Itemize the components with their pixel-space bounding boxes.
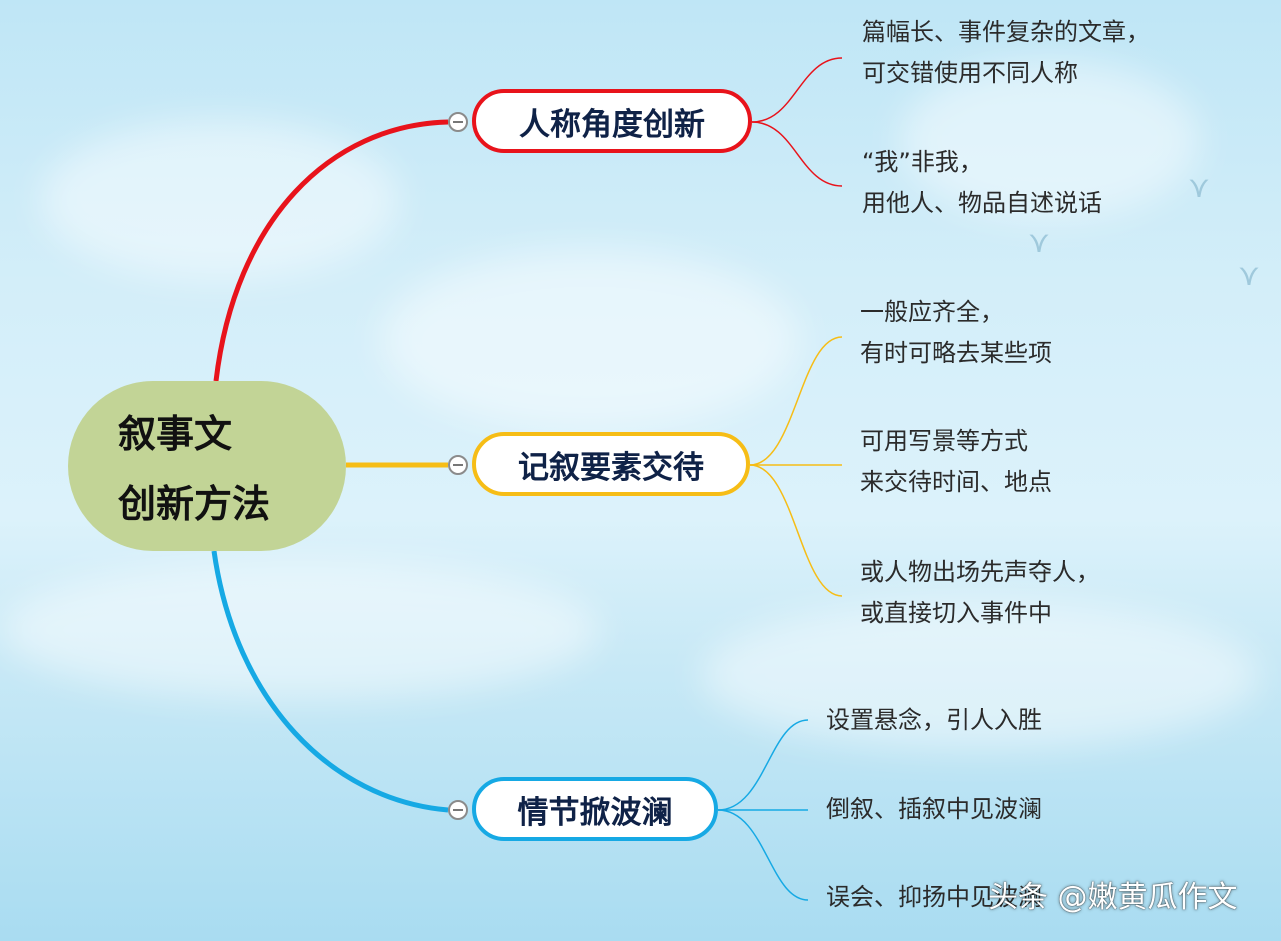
branch-3-leaf-1-connector	[717, 719, 809, 811]
root-to-branch-3-connector	[211, 550, 449, 813]
leaf-line: 篇幅长、事件复杂的文章，	[862, 18, 1150, 46]
branch-label: 记叙要素交待	[518, 449, 704, 486]
leaf-line: 设置悬念，引人入胜	[826, 706, 1042, 734]
root-title-line-2: 创新方法	[118, 482, 271, 526]
bird-icon: ⋎	[1238, 258, 1260, 293]
leaf-topic[interactable]: “我”非我， 用他人、物品自述说话	[862, 142, 1102, 224]
minus-circle-icon[interactable]	[448, 800, 468, 820]
root-topic[interactable]: 叙事文 创新方法	[68, 381, 346, 551]
leaf-line: 倒叙、插叙中见波澜	[826, 795, 1042, 823]
cloud	[380, 250, 800, 430]
branch-topic-1[interactable]: 人称角度创新	[472, 89, 752, 153]
bird-icon: ⋎	[1028, 225, 1050, 260]
leaf-topic[interactable]: 倒叙、插叙中见波澜	[826, 789, 1042, 830]
branch-1-leaf-1-connector	[751, 57, 843, 123]
leaf-topic[interactable]: 误会、抑扬中见波澜	[826, 877, 1042, 918]
watermark: 头条 @嫩黄瓜作文	[988, 880, 1238, 915]
leaf-line: 或人物出场先声夺人，	[860, 558, 1100, 586]
cloud	[40, 120, 400, 280]
leaf-topic[interactable]: 一般应齐全， 有时可略去某些项	[860, 292, 1052, 374]
leaf-topic[interactable]: 篇幅长、事件复杂的文章， 可交错使用不同人称	[862, 12, 1150, 94]
branch-label: 人称角度创新	[519, 106, 705, 143]
leaf-line: “我”非我，	[862, 148, 983, 176]
branch-2-leaf-3-connector	[749, 464, 843, 597]
branch-topic-2[interactable]: 记叙要素交待	[472, 432, 750, 496]
leaf-line: 来交待时间、地点	[860, 468, 1052, 496]
branch-1-leaf-2-connector	[751, 121, 843, 187]
root-title-line-1: 叙事文	[118, 412, 233, 456]
leaf-topic[interactable]: 可用写景等方式 来交待时间、地点	[860, 421, 1052, 503]
leaf-line: 用他人、物品自述说话	[862, 189, 1102, 217]
branch-2-leaf-1-connector	[749, 336, 843, 466]
branch-label: 情节掀波澜	[517, 794, 673, 831]
leaf-line: 可交错使用不同人称	[862, 59, 1078, 87]
cloud	[0, 560, 600, 700]
branch-topic-3[interactable]: 情节掀波澜	[472, 777, 718, 841]
branch-3-leaf-3-connector	[717, 809, 809, 901]
leaf-line: 有时可略去某些项	[860, 339, 1052, 367]
bird-icon: ⋎	[1188, 170, 1210, 205]
minus-circle-icon[interactable]	[448, 455, 468, 475]
leaf-line: 或直接切入事件中	[860, 599, 1052, 627]
root-to-branch-1-connector	[213, 119, 449, 382]
cloud	[900, 60, 1200, 220]
leaf-topic[interactable]: 设置悬念，引人入胜	[826, 700, 1042, 741]
leaf-line: 可用写景等方式	[860, 427, 1028, 455]
leaf-line: 一般应齐全，	[860, 298, 1004, 326]
leaf-topic[interactable]: 或人物出场先声夺人， 或直接切入事件中	[860, 552, 1100, 634]
minus-circle-icon[interactable]	[448, 112, 468, 132]
leaf-line: 误会、抑扬中见波澜	[826, 883, 1042, 911]
